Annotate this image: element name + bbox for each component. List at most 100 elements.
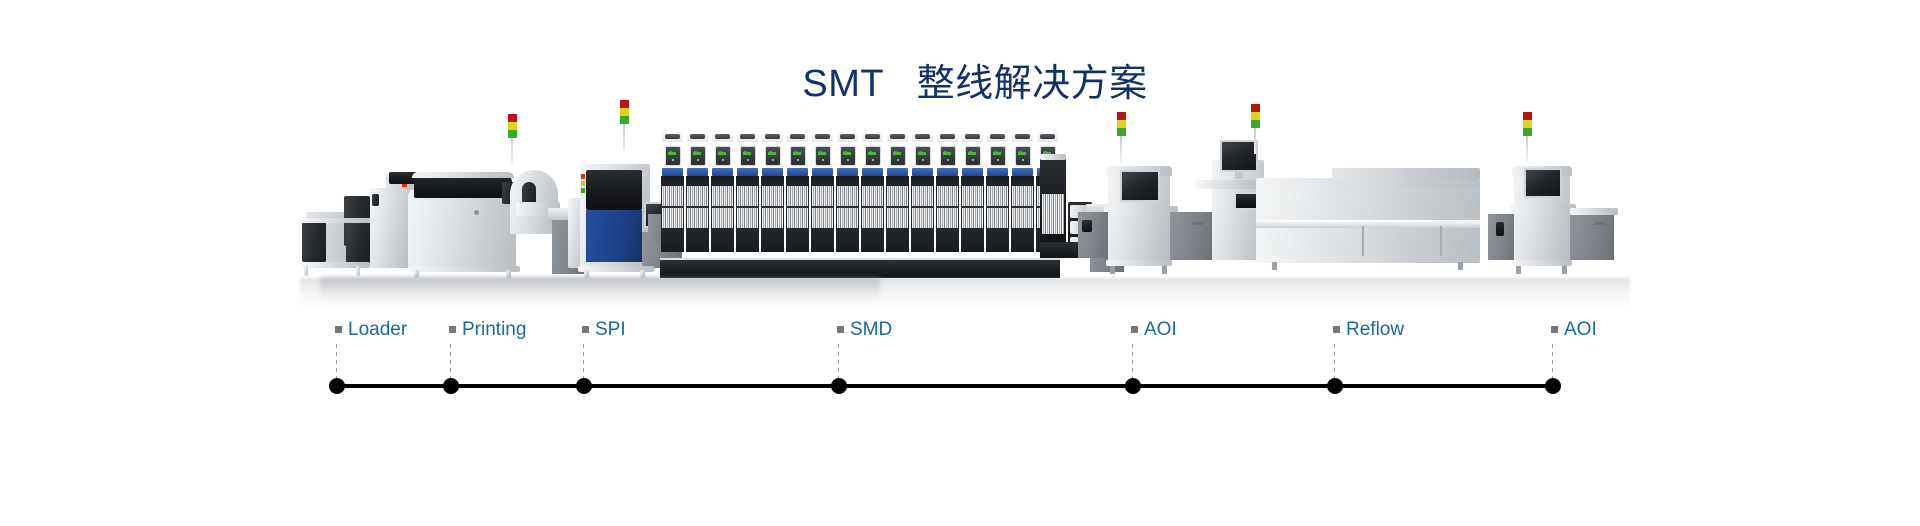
smd-control-panel[interactable] — [939, 146, 956, 166]
reflow-leg-b — [1458, 262, 1463, 270]
aoi2-right-cabinet-handle[interactable] — [1594, 222, 1606, 225]
station-dot[interactable] — [831, 378, 847, 394]
signal-tower-spi — [620, 100, 629, 150]
aoi1-monitor-screen — [1120, 170, 1160, 202]
station-dot[interactable] — [1327, 378, 1343, 394]
tower-lamp-red — [1251, 104, 1260, 112]
floor-reflection — [300, 278, 1630, 312]
station-connector — [1334, 344, 1335, 378]
smd-feeder-bank-lower — [812, 208, 833, 228]
smd-control-panel[interactable] — [839, 146, 856, 166]
tower-lamp-green — [1251, 120, 1260, 128]
smd-control-panel[interactable] — [764, 146, 781, 166]
station-label-text: Reflow — [1346, 319, 1405, 340]
aoi1-caster-b — [1162, 266, 1167, 274]
smd-control-panel[interactable] — [689, 146, 706, 166]
tower-pole — [511, 138, 513, 164]
smd-accent-bar — [987, 168, 1008, 176]
smd-hood-glass — [1040, 134, 1055, 139]
smd-feeder-bank-lower — [687, 208, 708, 228]
tower-pole — [623, 124, 625, 150]
smd-control-panel[interactable] — [714, 146, 731, 166]
status-led-green — [667, 152, 676, 155]
aoi1-shelf — [1104, 206, 1178, 216]
printer-left-slot — [372, 194, 379, 206]
smd-control-panel[interactable] — [664, 146, 681, 166]
station-dot[interactable] — [329, 378, 345, 394]
square-bullet-icon — [449, 326, 456, 333]
control-strip — [671, 159, 674, 161]
smd-accent-bar — [787, 168, 808, 176]
smd-feeder-bank-lower — [962, 208, 983, 228]
reflow-monitor-stand — [1235, 172, 1243, 179]
smd-module — [785, 132, 810, 278]
smd-hood-glass — [790, 134, 805, 139]
control-strip — [971, 159, 974, 161]
status-led-green — [692, 152, 701, 155]
station-connector — [1132, 344, 1133, 378]
control-strip — [996, 159, 999, 161]
smd-control-panel[interactable] — [739, 146, 756, 166]
smd-control-panel[interactable] — [914, 146, 931, 166]
station-connector — [450, 344, 451, 378]
smd-hood-glass — [890, 134, 905, 139]
square-bullet-icon — [1333, 326, 1340, 333]
smd-feeder-bank-upper — [912, 186, 933, 206]
smd-hood-glass — [740, 134, 755, 139]
printer-leg-a — [414, 270, 419, 278]
station-dot[interactable] — [1125, 378, 1141, 394]
smd-control-panel[interactable] — [989, 146, 1006, 166]
smd-control-panel[interactable] — [789, 146, 806, 166]
status-led-green — [792, 152, 801, 155]
smd-feeder-bank-upper — [812, 186, 833, 206]
station-dot[interactable] — [443, 378, 459, 394]
smd-accent-bar — [1012, 168, 1033, 176]
smd-control-panel[interactable] — [964, 146, 981, 166]
smd-feeder-bank-upper — [712, 186, 733, 206]
smd-control-panel[interactable] — [1014, 146, 1031, 166]
status-led-green — [842, 152, 851, 155]
smd-hood-glass — [665, 134, 680, 139]
smd-feeder-bank-lower — [912, 208, 933, 228]
aoi1-right-cabinet-handle[interactable] — [1192, 222, 1204, 225]
loader-leg-left — [304, 266, 308, 276]
station-dot[interactable] — [1545, 378, 1561, 394]
loader-leg-right — [356, 266, 360, 276]
reflow-monitor — [1220, 140, 1258, 179]
smd-feeder-bank-upper — [962, 186, 983, 206]
smd-feeder-bank-upper — [837, 186, 858, 206]
aoi2-right-cabinet — [1570, 212, 1614, 260]
spi-leg-a — [584, 270, 589, 278]
loader-magazine-3 — [346, 222, 370, 264]
smd-control-panel[interactable] — [864, 146, 881, 166]
smd-module — [710, 132, 735, 278]
reflow-monitor-screen — [1220, 140, 1258, 172]
smd-feeder-bank-lower — [1012, 208, 1033, 228]
smd-hood-glass — [990, 134, 1005, 139]
timeline-axis — [337, 384, 1554, 388]
page-title: SMT 整线解决方案 — [0, 52, 1920, 107]
smd-accent-bar — [687, 168, 708, 176]
smd-module — [910, 132, 935, 278]
tower-lamp-green — [1523, 128, 1532, 136]
control-strip — [871, 159, 874, 161]
control-strip — [721, 159, 724, 161]
station-connector — [336, 344, 337, 378]
control-strip — [746, 159, 749, 161]
smd-accent-bar — [662, 168, 683, 176]
printer-body-knob — [474, 210, 479, 215]
station-label-text: Printing — [462, 319, 527, 340]
smd-control-panel[interactable] — [889, 146, 906, 166]
smd-module — [685, 132, 710, 278]
loader-rail — [300, 218, 372, 223]
aoi2-left-cabinet-port — [1496, 222, 1504, 236]
signal-tower-aoi-1 — [1117, 112, 1126, 162]
reflow-oven-lid — [1256, 178, 1480, 188]
spi-blue-panel — [586, 210, 642, 262]
tower-lamp-yellow — [1251, 112, 1260, 120]
signal-tower-reflow — [1251, 104, 1260, 154]
smd-module-strip — [660, 132, 1060, 278]
square-bullet-icon — [335, 326, 342, 333]
smd-control-panel[interactable] — [814, 146, 831, 166]
station-dot[interactable] — [576, 378, 592, 394]
